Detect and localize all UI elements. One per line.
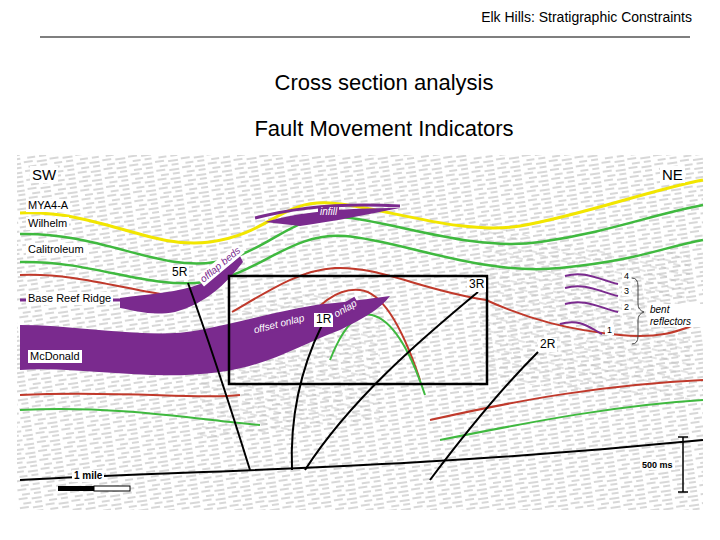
time-scale-bar (678, 437, 688, 492)
callout-number: 2 (622, 302, 631, 312)
fault-name: 2R (538, 338, 557, 352)
fault-line (20, 283, 703, 480)
scale-bar (58, 486, 94, 491)
feature-label: offset onlap (251, 312, 308, 337)
callout-number: 4 (622, 271, 631, 281)
mcdonald-band (20, 296, 390, 375)
fault-name: 3R (467, 278, 486, 292)
horizon-name: Calitroleum (26, 243, 86, 256)
seismic-texture (17, 155, 703, 510)
infill-band (255, 205, 400, 218)
horizon-line (20, 180, 703, 243)
horizon-name: McDonald (28, 350, 82, 363)
horizon-line (20, 400, 703, 440)
feature-label: infill (318, 206, 339, 218)
slide-header: Elk Hills: Stratigraphic Constraints (420, 9, 694, 25)
horizon-name: Base Reef Ridge (26, 292, 113, 305)
horizon-name: MYA4-A (26, 199, 70, 212)
scale-bar (94, 486, 130, 491)
horizon-line (20, 380, 703, 420)
direction-label: SW (30, 166, 58, 183)
header-rule (40, 36, 690, 37)
direction-label: NE (660, 166, 685, 183)
scale-label: 1 mile (72, 470, 104, 482)
section-ground (17, 155, 703, 510)
callout-number: 3 (622, 286, 631, 296)
feature-label: onlap (330, 297, 360, 321)
callout-number: 1 (605, 325, 614, 335)
slide-title: Cross section analysis Fault Movement In… (250, 60, 518, 152)
feature-label: offlap beds (196, 243, 244, 286)
scale-label: 500 ms (640, 460, 675, 470)
feature-label: bent reflectors (648, 304, 707, 327)
fault-name: 5R (170, 266, 189, 280)
horizon-name: Wilhelm (26, 217, 69, 230)
bracket (632, 278, 644, 344)
horizon-line (20, 205, 703, 264)
focus-box (229, 276, 487, 384)
fault-name: 1R (314, 313, 333, 327)
